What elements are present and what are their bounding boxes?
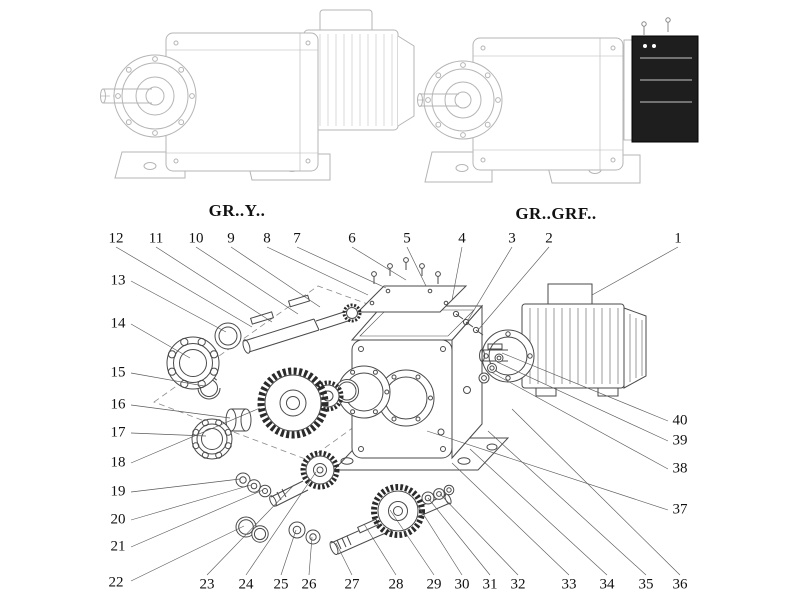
callout-36: 36 xyxy=(672,576,688,593)
assembled-gearbox-body xyxy=(165,32,319,172)
callout-26: 26 xyxy=(301,576,317,593)
output-gear xyxy=(371,484,425,538)
callout-24: 24 xyxy=(238,576,254,593)
callout-27: 27 xyxy=(344,576,360,593)
callout-23: 23 xyxy=(199,576,215,593)
roller-bearing-lower xyxy=(191,418,233,460)
dark-cover-block xyxy=(623,17,699,143)
shaft-key xyxy=(249,294,311,325)
callout-37: 37 xyxy=(672,501,688,518)
assembled-view-gr-y xyxy=(100,9,415,181)
input-shaft xyxy=(242,303,362,354)
callout-35: 35 xyxy=(638,576,654,593)
callout-3: 3 xyxy=(508,230,516,247)
callout-25: 25 xyxy=(273,576,289,593)
callout-2: 2 xyxy=(545,230,553,247)
callout-21: 21 xyxy=(110,538,126,555)
callout-18: 18 xyxy=(110,454,126,471)
callout-19: 19 xyxy=(110,483,126,500)
housing-cover-plate xyxy=(356,285,468,313)
flange-bolts xyxy=(452,310,484,336)
callout-6: 6 xyxy=(348,230,356,247)
callout-7: 7 xyxy=(293,230,301,247)
callout-33: 33 xyxy=(561,576,577,593)
callout-28: 28 xyxy=(388,576,404,593)
motor-shaft-stub xyxy=(479,343,508,362)
callout-34: 34 xyxy=(599,576,615,593)
motor xyxy=(521,283,647,397)
callout-12: 12 xyxy=(108,230,124,247)
callout-9: 9 xyxy=(227,230,235,247)
callout-20: 20 xyxy=(110,511,126,528)
washer-stack-lower xyxy=(288,521,321,545)
assembled-flange-shaft-right xyxy=(417,60,503,140)
callout-11: 11 xyxy=(148,230,164,247)
callout-38: 38 xyxy=(672,460,688,477)
callout-22: 22 xyxy=(108,574,124,591)
roller-bearing-upper xyxy=(166,336,220,390)
callout-40: 40 xyxy=(672,412,688,429)
intermediate-pinion-shaft xyxy=(269,480,309,507)
spacer-bushing xyxy=(225,408,252,432)
callout-32: 32 xyxy=(510,576,526,593)
ring-pair xyxy=(235,516,269,543)
assembled-flange-shaft xyxy=(100,54,197,138)
bearing-cover xyxy=(337,365,391,419)
callout-15: 15 xyxy=(110,364,126,381)
callout-30: 30 xyxy=(454,576,470,593)
washer-stack-intermediate xyxy=(235,472,272,498)
callout-13: 13 xyxy=(110,272,126,289)
assembled-motor xyxy=(303,9,415,131)
callout-1: 1 xyxy=(674,230,682,247)
model-title-gr-y: GR..Y.. xyxy=(208,201,266,220)
washer-stack-motor-side xyxy=(478,353,504,384)
washer-stack-output xyxy=(421,484,455,505)
model-title-gr-grf: GR..GRF.. xyxy=(515,204,597,223)
oil-seal xyxy=(214,322,242,350)
callout-5: 5 xyxy=(403,230,411,247)
helical-gear-large xyxy=(257,367,329,439)
callout-4: 4 xyxy=(458,230,466,247)
callout-29: 29 xyxy=(426,576,442,593)
callout-10: 10 xyxy=(188,230,204,247)
cover-bolts xyxy=(371,257,441,284)
callout-17: 17 xyxy=(110,424,126,441)
callout-14: 14 xyxy=(110,315,126,332)
exploded-view xyxy=(153,257,647,556)
assembled-view-gr-grf xyxy=(417,17,700,184)
callout-16: 16 xyxy=(110,396,126,413)
callout-8: 8 xyxy=(263,230,271,247)
callout-31: 31 xyxy=(482,576,498,593)
motor-flange xyxy=(481,329,535,383)
intermediate-gear xyxy=(300,450,340,490)
callout-39: 39 xyxy=(672,432,688,449)
assembled-gearbox-body-right xyxy=(472,37,624,171)
leader-lines xyxy=(115,246,681,582)
